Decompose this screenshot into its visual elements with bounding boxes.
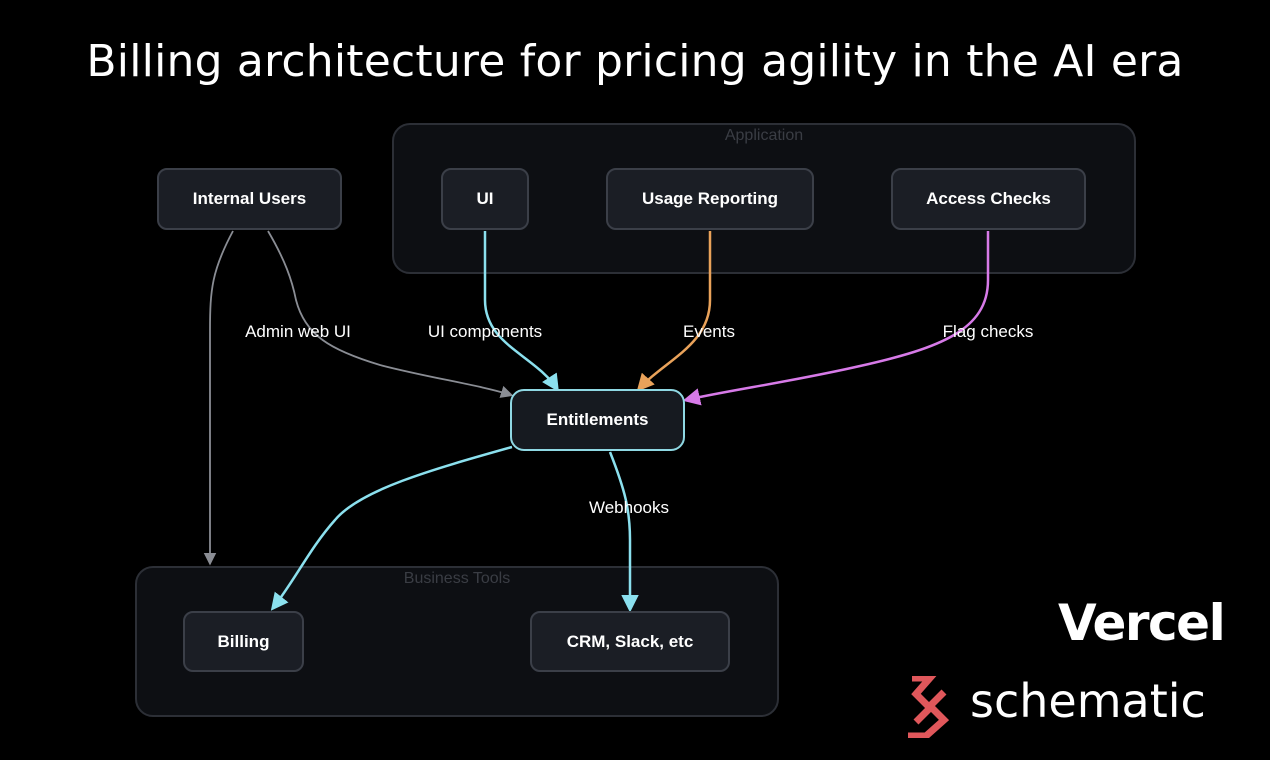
- vercel-logo: Vercel: [1058, 594, 1226, 652]
- edge-internal-users-to-business-tools: [203, 230, 234, 566]
- edge-label-flag-checks: Flag checks: [942, 322, 1034, 341]
- page-title: Billing architecture for pricing agility…: [86, 36, 1184, 87]
- node-internal-users: Internal Users: [157, 168, 342, 230]
- edge-entitlements-to-billing: [270, 445, 513, 611]
- node-access-checks: Access Checks: [891, 168, 1086, 230]
- node-ui: UI: [441, 168, 529, 230]
- node-billing: Billing: [183, 611, 304, 672]
- node-entitlements: Entitlements: [510, 389, 685, 451]
- edge-label-events: Events: [683, 322, 735, 341]
- edge-events: [636, 231, 712, 392]
- business-tools-group-label: Business Tools: [403, 570, 511, 587]
- edge-ui-components: [483, 231, 559, 392]
- edge-label-admin-web-ui: Admin web UI: [245, 322, 351, 341]
- edge-label-ui-components: UI components: [427, 322, 543, 341]
- node-usage-reporting: Usage Reporting: [606, 168, 814, 230]
- application-group-label: Application: [724, 127, 804, 144]
- edge-webhooks: [608, 451, 639, 613]
- edge-label-webhooks: Webhooks: [588, 498, 670, 517]
- edge-admin-web-ui: [267, 230, 514, 398]
- edge-flag-checks: [682, 231, 990, 406]
- schematic-wordmark: schematic: [970, 674, 1206, 728]
- node-crm-slack: CRM, Slack, etc: [530, 611, 730, 672]
- schematic-logo-icon: [908, 676, 950, 738]
